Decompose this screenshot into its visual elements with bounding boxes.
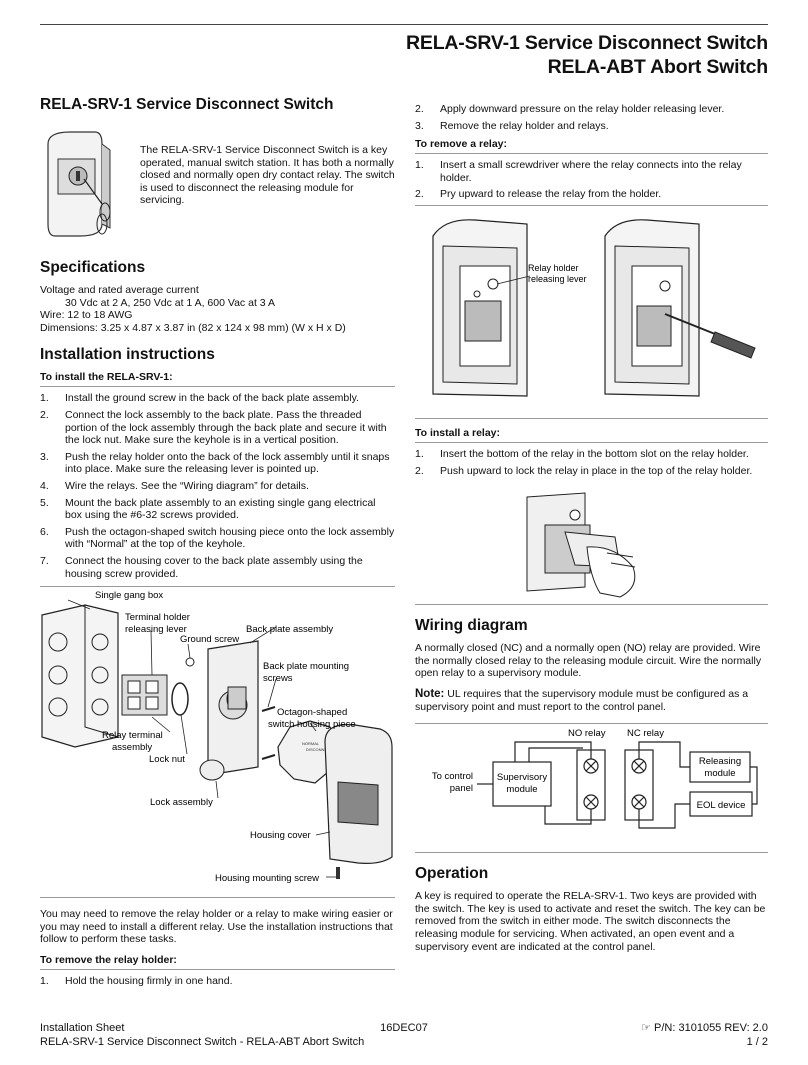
to-control-line-1: To control (432, 771, 473, 782)
to-control-line-2: panel (450, 783, 473, 794)
footer-page: 1 / 2 (746, 1036, 768, 1048)
footer-row-1: Installation Sheet 16DEC07 ☞ P/N: 310105… (40, 1021, 768, 1035)
switch-illustration (47, 131, 111, 237)
footer-part-number: ☞ P/N: 3101055 REV: 2.0 (641, 1022, 768, 1034)
spec-line-1: Voltage and rated average current (40, 284, 199, 296)
title-line-1: RELA-SRV-1 Service Disconnect Switch (406, 32, 768, 54)
label-relay-holder-2: releasing lever (528, 274, 587, 284)
note-label: Note: (415, 687, 445, 700)
intro-paragraph: The RELA-SRV-1 Service Disconnect Switch… (140, 144, 395, 207)
spec-line-3: Wire: 12 to 18 AWG (40, 309, 133, 322)
spec-line-4: Dimensions: 3.25 x 4.87 x 3.87 in (82 x … (40, 321, 346, 334)
list-item: 2.Pry upward to release the relay from t… (415, 188, 662, 201)
title-line-2: RELA-ABT Abort Switch (547, 56, 769, 78)
list-item: 3.Push the relay holder onto the back of… (40, 450, 390, 476)
page-footer: Installation Sheet 16DEC07 ☞ P/N: 310105… (40, 1021, 768, 1049)
install-relay-subheading: To install a relay: (415, 427, 768, 443)
install-subheading: To install the RELA-SRV-1: (40, 371, 395, 388)
list-item: 1.Hold the housing firmly in one hand. (40, 974, 233, 987)
operation-title: Operation (415, 865, 489, 883)
list-item: 4.Wire the relays. See the “Wiring diagr… (40, 479, 309, 492)
list-item: 2.Apply downward pressure on the relay h… (415, 103, 725, 115)
footer-doc-type: Installation Sheet (40, 1022, 125, 1034)
remove-holder-steps-right: 2.Apply downward pressure on the relay h… (415, 103, 768, 132)
list-item: 2.Connect the lock assembly to the back … (40, 408, 387, 447)
wiring-diagram-figure: NO relay NC relay Supervisory module Rel… (415, 723, 768, 854)
octagon-disconnect-text: DISCONNECT (306, 747, 333, 752)
wiring-diagram: NO relay NC relay Supervisory module Rel… (432, 728, 758, 829)
label-no-relay: NO relay (568, 728, 606, 739)
install-relay-figure (415, 487, 768, 606)
list-item: 7.Connect the housing cover to the back … (40, 554, 363, 580)
list-item: 5.Mount the back plate assembly to an ex… (40, 496, 376, 522)
note-text: UL requires that the supervisory module … (415, 687, 749, 713)
after-figure-paragraph: You may need to remove the relay holder … (40, 908, 393, 946)
section-title-srv: RELA-SRV-1 Service Disconnect Switch (40, 96, 334, 113)
label-back-plate-mounting-2: screws (263, 673, 293, 684)
list-item: 1.Insert the bottom of the relay in the … (415, 447, 749, 460)
label-back-plate-mounting-1: Back plate mounting (263, 661, 349, 672)
releasing-line-1: Releasing (699, 756, 741, 767)
install-title: Installation instructions (40, 346, 215, 364)
document-title: RELA-SRV-1 Service Disconnect Switch REL… (406, 31, 768, 79)
label-nc-relay: NC relay (627, 728, 664, 739)
relay-holder-figure: Relay holder releasing lever (415, 204, 768, 419)
list-item: 2.Push upward to lock the relay in place… (415, 464, 753, 477)
releasing-line-2: module (704, 768, 735, 779)
label-relay-terminal-1: Relay terminal (102, 730, 163, 741)
supervisory-line-1: Supervisory (497, 772, 547, 783)
footer-date: 16DEC07 (380, 1022, 428, 1034)
note-paragraph: Note: UL requires that the supervisory m… (415, 688, 768, 713)
footer-row-2: RELA-SRV-1 Service Disconnect Switch - R… (40, 1035, 768, 1049)
remove-holder-subheading: To remove the relay holder: (40, 954, 395, 970)
install-relay-drawing (526, 492, 636, 598)
switch-product-image (40, 124, 140, 249)
label-octagon-2: switch housing piece (268, 719, 356, 730)
header-rule (40, 24, 768, 25)
remove-holder-steps-left: 1.Hold the housing firmly in one hand. (40, 975, 395, 988)
octagon-normal-text: NORMAL (302, 741, 320, 746)
spec-title: Specifications (40, 259, 146, 276)
operation-paragraph: A key is required to operate the RELA-SR… (415, 890, 766, 953)
spec-line-2: 30 Vdc at 2 A, 250 Vdc at 1 A, 600 Vac a… (65, 296, 275, 309)
label-housing-mounting-screw: Housing mounting screw (215, 873, 319, 884)
list-item: 6.Push the octagon-shaped switch housing… (40, 525, 395, 551)
wiring-title: Wiring diagram (415, 617, 528, 635)
label-octagon-1: Octagon-shaped (277, 707, 347, 718)
hand-pointer-icon: ☞ (641, 1022, 655, 1034)
footer-doc-title: RELA-SRV-1 Service Disconnect Switch - R… (40, 1036, 365, 1048)
exploded-assembly-drawing: NORMAL DISCONNECT Single gang box Termin… (41, 590, 393, 884)
remove-relay-subheading: To remove a relay: (415, 138, 768, 155)
list-item: 1.Install the ground screw in the back o… (40, 392, 359, 405)
label-back-plate-assembly: Back plate assembly (246, 624, 333, 635)
remove-relay-steps: 1.Insert a small screwdriver where the r… (415, 159, 768, 201)
label-lock-nut: Lock nut (149, 754, 185, 765)
list-item: 3.Remove the relay holder and relays. (415, 119, 609, 132)
intro-block: The RELA-SRV-1 Service Disconnect Switch… (40, 124, 395, 249)
exploded-assembly-figure: NORMAL DISCONNECT Single gang box Termin… (40, 586, 395, 899)
label-single-gang-box: Single gang box (95, 590, 163, 601)
eol-text: EOL device (697, 800, 746, 811)
right-column: 2.Apply downward pressure on the relay h… (415, 103, 768, 953)
left-column: RELA-SRV-1 Service Disconnect Switch The… (40, 96, 395, 991)
list-item: 1.Insert a small screwdriver where the r… (415, 159, 742, 184)
label-terminal-holder-1: Terminal holder (125, 612, 190, 623)
label-relay-terminal-2: assembly (112, 742, 152, 753)
label-housing-cover: Housing cover (250, 830, 311, 841)
wiring-paragraph: A normally closed (NC) and a normally op… (415, 642, 762, 680)
install-steps: 1.Install the ground screw in the back o… (40, 392, 395, 580)
install-relay-steps: 1.Insert the bottom of the relay in the … (415, 448, 768, 477)
relay-holder-drawing: Relay holder releasing lever (432, 219, 756, 397)
supervisory-line-2: module (506, 784, 537, 795)
label-lock-assembly: Lock assembly (150, 797, 213, 808)
label-terminal-holder-2: releasing lever (125, 624, 187, 635)
label-relay-holder-1: Relay holder (528, 263, 579, 273)
label-ground-screw: Ground screw (180, 634, 239, 645)
